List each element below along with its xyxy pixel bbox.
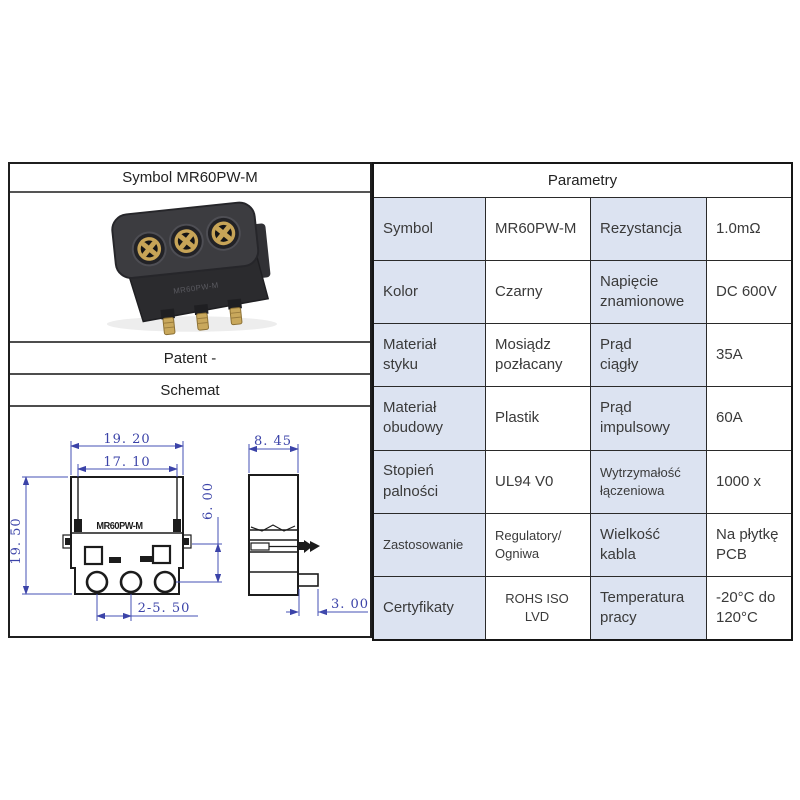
- dim-tab-length: 3. 00: [331, 597, 369, 612]
- param-value: DC 600V: [707, 261, 791, 324]
- param-value: Plastik: [486, 387, 590, 450]
- param-label: Materiał obudowy: [374, 387, 485, 450]
- param-label: Temperatura pracy: [591, 576, 706, 639]
- param-label: Materiał styku: [374, 324, 485, 387]
- schemat-row: Schemat: [10, 375, 370, 407]
- param-value: UL94 V0: [486, 450, 590, 513]
- param-label: Prąd impulsowy: [591, 387, 706, 450]
- dim-pin-depth: 6. 00: [201, 481, 216, 519]
- dim-pin-pitch: 2-5. 50: [138, 601, 191, 616]
- param-value: -20°C do 120°C: [707, 576, 791, 639]
- product-photo: MR60PW-M: [10, 193, 370, 343]
- param-value: 1000 x: [707, 450, 791, 513]
- dim-side-width: 8. 45: [254, 434, 292, 449]
- technical-drawing: MR60PW-M 19. 20 17. 10 19. 50: [10, 407, 370, 636]
- param-label: Rezystancja: [591, 198, 706, 261]
- dim-inner-width: 17. 10: [103, 455, 150, 470]
- dim-height: 19. 50: [10, 517, 24, 564]
- parameters-table: Parametry Symbol MR60PW-M Rezystancja 1.…: [372, 162, 793, 641]
- param-label: Zastosowanie: [374, 513, 485, 576]
- param-label: Prąd ciągły: [591, 324, 706, 387]
- param-label: Wytrzymałość łączeniowa: [591, 450, 706, 513]
- param-value: 60A: [707, 387, 791, 450]
- param-label: Stopień palności: [374, 450, 485, 513]
- patent-row: Patent -: [10, 343, 370, 375]
- gold-pins: [160, 298, 243, 336]
- param-value: Regulatory/ Ogniwa: [486, 513, 590, 576]
- product-card: Symbol MR60PW-M: [8, 162, 372, 638]
- param-value: MR60PW-M: [486, 198, 590, 261]
- param-label: Symbol: [374, 198, 485, 261]
- param-label: Kolor: [374, 261, 485, 324]
- card-header-symbol: Symbol MR60PW-M: [10, 164, 370, 193]
- param-value: Na płytkę PCB: [707, 513, 791, 576]
- technical-drawing-graphic: MR60PW-M 19. 20 17. 10 19. 50: [10, 432, 369, 621]
- param-label: Napięcie znamionowe: [591, 261, 706, 324]
- parameters-title: Parametry: [374, 164, 791, 197]
- param-label: Wielkość kabla: [591, 513, 706, 576]
- side-pin: [298, 539, 320, 553]
- param-value: ROHS ISO LVD: [486, 576, 590, 639]
- param-value: Mosiądz pozłacany: [486, 324, 590, 387]
- drawing-part-label: MR60PW-M: [96, 520, 143, 531]
- param-label: Certyfikaty: [374, 576, 485, 639]
- param-value: 35A: [707, 324, 791, 387]
- connector-photo-graphic: MR60PW-M: [106, 201, 277, 336]
- param-value: Czarny: [486, 261, 590, 324]
- dim-outer-width: 19. 20: [103, 432, 150, 447]
- param-value: 1.0mΩ: [707, 198, 791, 261]
